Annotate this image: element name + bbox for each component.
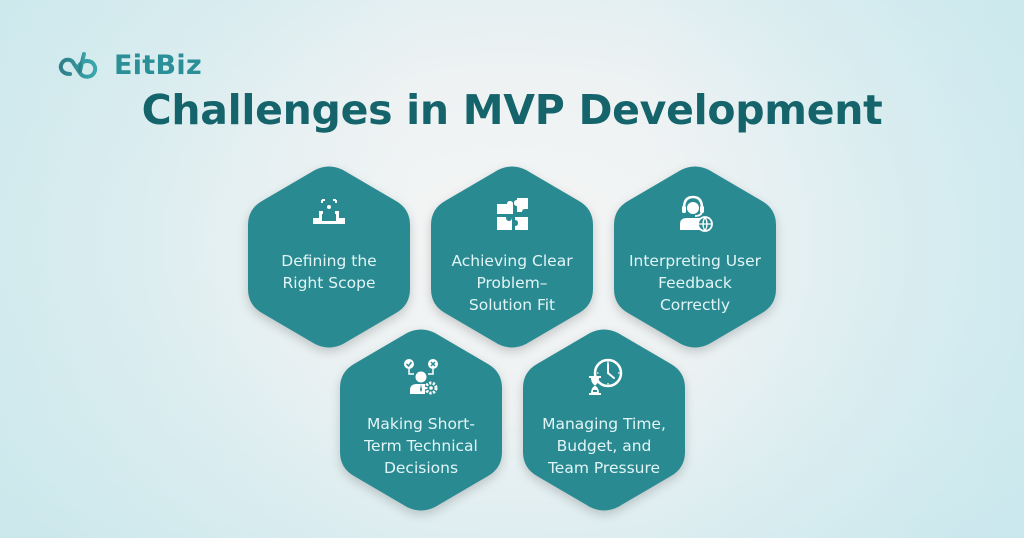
- puzzle-pieces-icon: [497, 198, 528, 230]
- hourglass-clock-icon: [589, 358, 623, 395]
- decision-person-gear-icon: [404, 359, 438, 395]
- support-agent-globe-icon: [680, 195, 713, 232]
- brand-name: EitBiz: [114, 50, 202, 81]
- page-title: Challenges in MVP Development: [141, 86, 883, 134]
- brand-logo: EitBiz: [56, 50, 202, 81]
- hands-framing-scope-icon: [313, 199, 345, 224]
- eb-infinity-mark-icon: [58, 51, 98, 79]
